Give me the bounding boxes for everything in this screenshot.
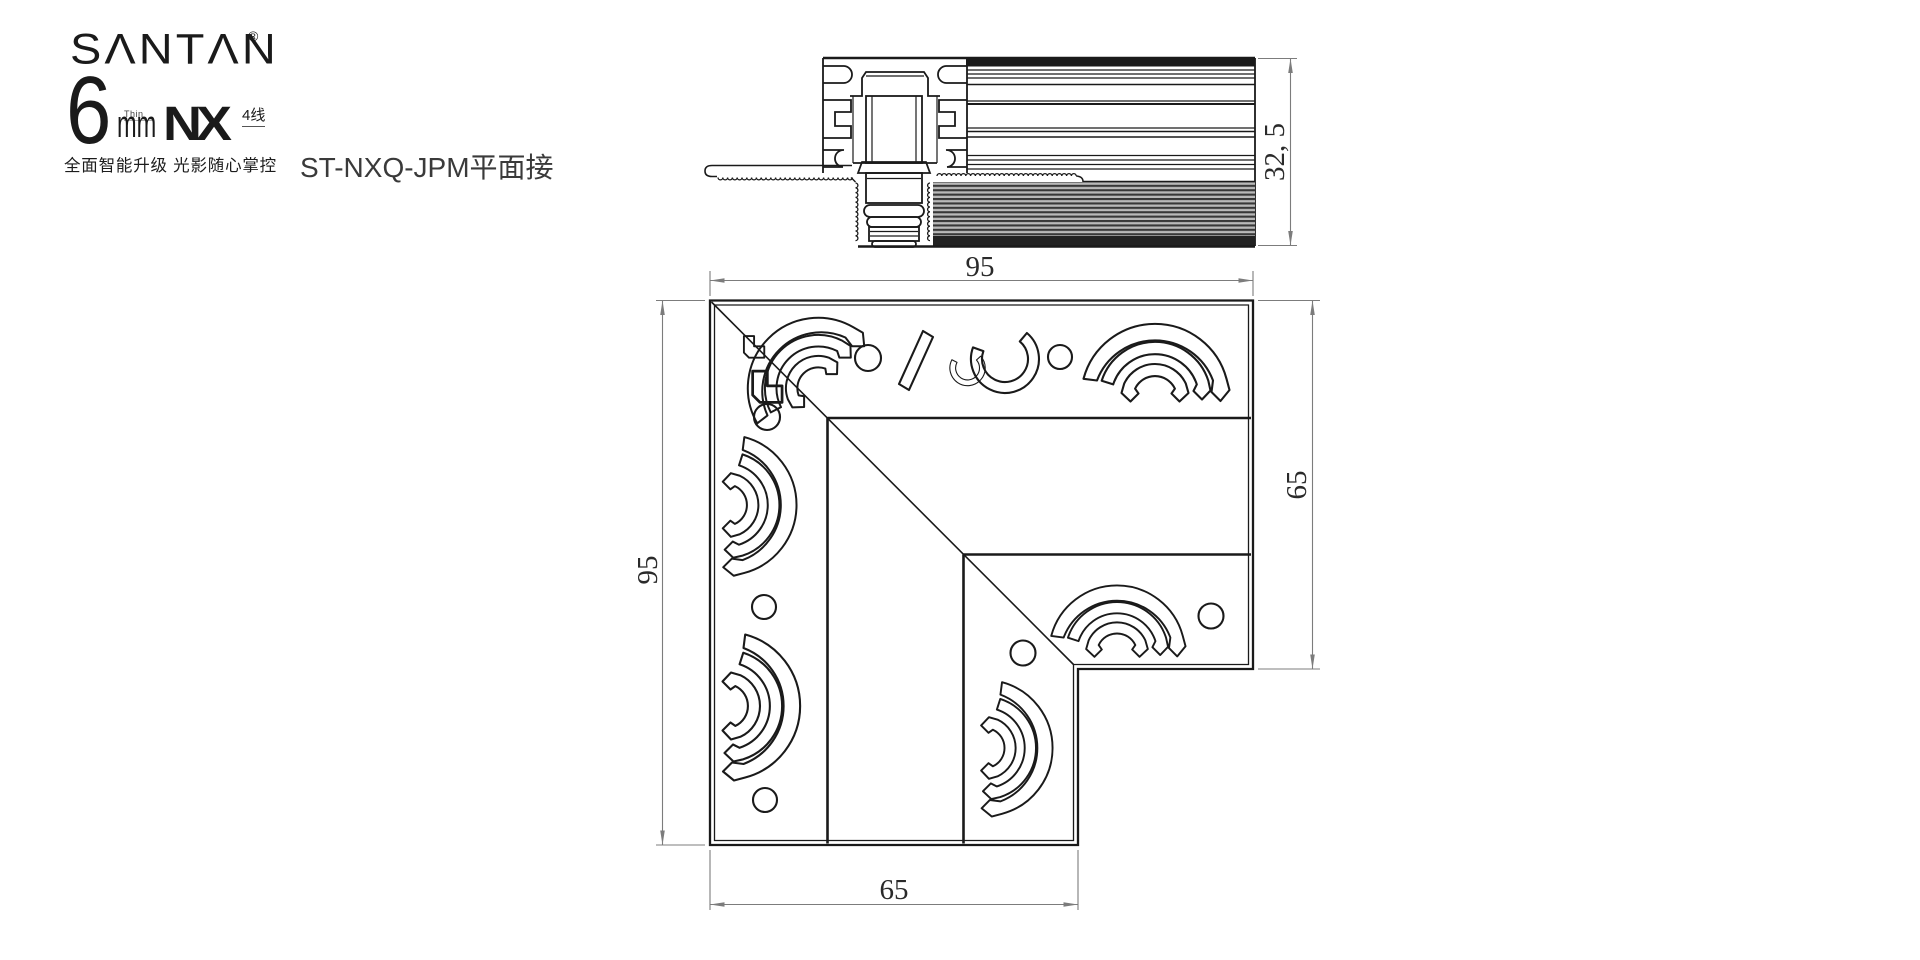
profile-cross-section xyxy=(704,56,1256,248)
registered-mark: ® xyxy=(248,28,259,44)
swirl-corner-motif xyxy=(719,287,872,440)
plan-dimensions xyxy=(656,271,1320,910)
dim-label-right-height: 65 xyxy=(1281,471,1313,500)
logo-size-note: Thin xyxy=(124,109,154,121)
screw-hole xyxy=(751,786,779,814)
screw-hole xyxy=(1197,602,1225,630)
dim-label-left-height: 95 xyxy=(632,556,664,585)
logo-series: NX xyxy=(163,96,232,151)
plan-decorations xyxy=(719,287,1231,818)
screw-hole xyxy=(1009,639,1037,667)
brand-tagline: 全面智能升级 光影随心掌控 xyxy=(64,157,277,175)
screw-hole xyxy=(1046,343,1074,371)
screw-hole xyxy=(752,402,782,432)
swirl-leaf-motif xyxy=(721,633,802,782)
swirl-arch-motif xyxy=(1082,322,1231,403)
brand-logo-text: SΛNTΛN xyxy=(70,24,279,73)
swirl-leaf-motif xyxy=(721,436,798,577)
swirl-arch-motif xyxy=(1050,584,1187,658)
product-code: ST-NXQ-JPM平面接 xyxy=(300,152,554,183)
logo-series-note: 4线 xyxy=(242,104,266,127)
logo-size-number: 6 xyxy=(66,57,112,164)
logo-size-unit: mm xyxy=(117,104,157,146)
dim-label-profile-height: 32, 5 xyxy=(1259,123,1291,181)
swirl-leaf-motif xyxy=(980,681,1054,818)
dim-label-top-width: 95 xyxy=(966,251,995,283)
swirl-wave-motif xyxy=(899,331,1039,393)
screw-hole xyxy=(853,343,883,373)
dim-label-bottom-width: 65 xyxy=(880,874,909,906)
screw-hole xyxy=(750,593,778,621)
dimension-profile-height xyxy=(1258,57,1297,247)
